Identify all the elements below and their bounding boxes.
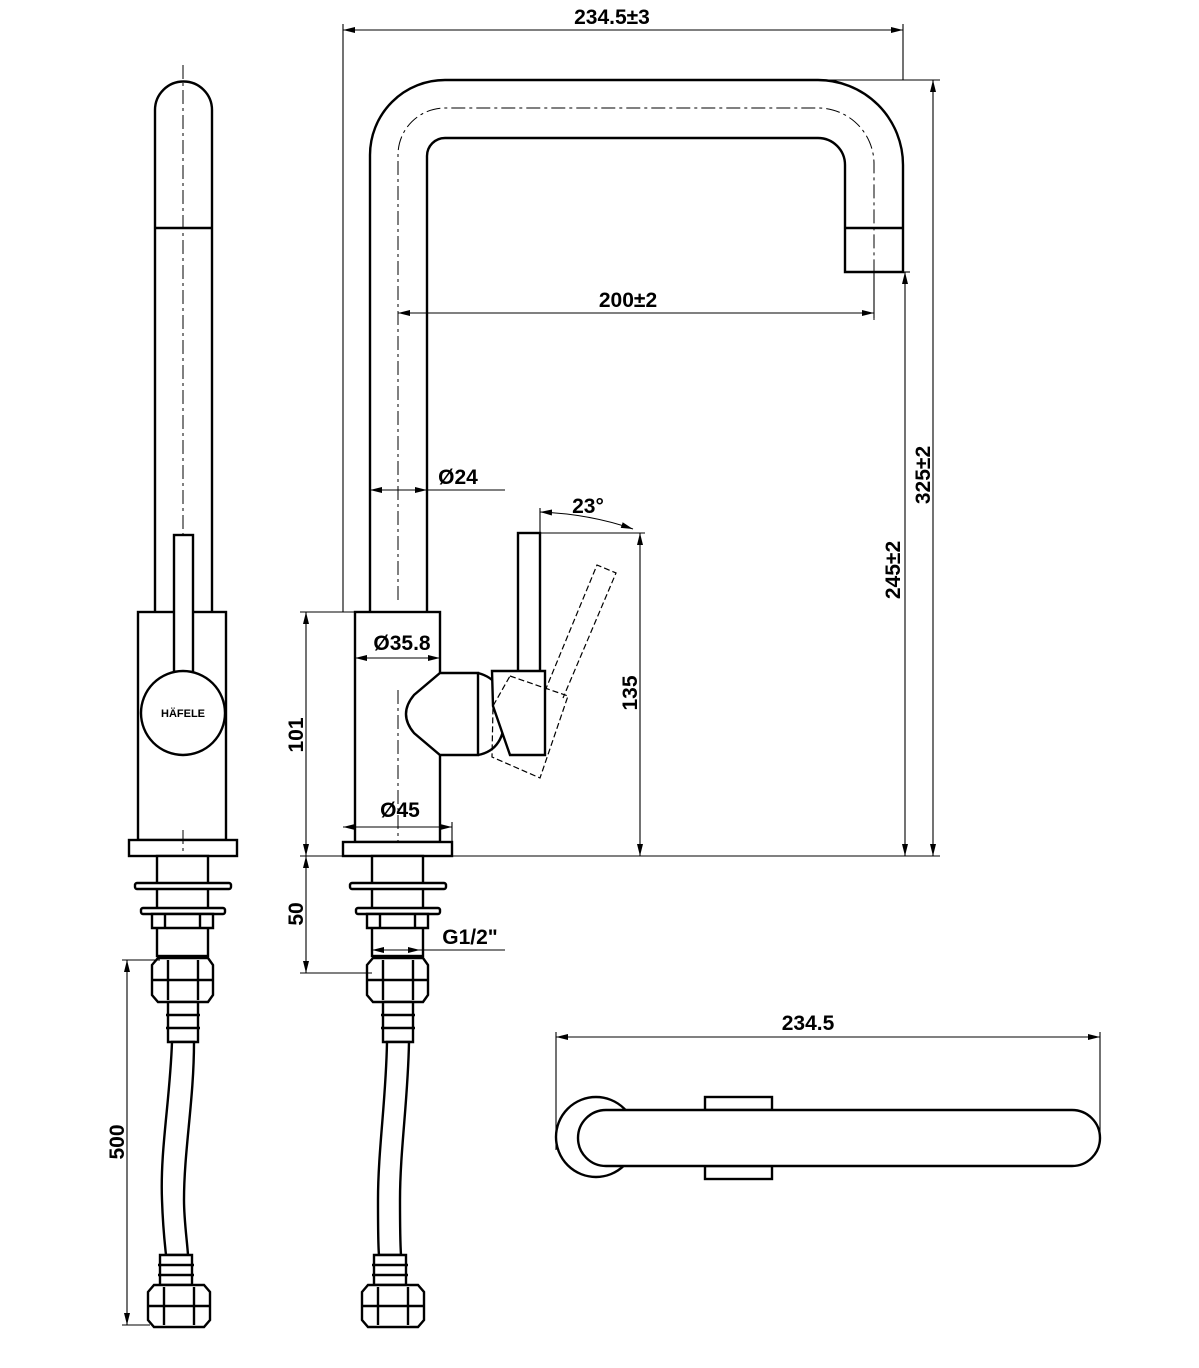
top-width-label: 234.5 bbox=[782, 1012, 835, 1035]
side-centerline bbox=[397, 107, 875, 600]
side-bottom-nut bbox=[360, 1283, 426, 1329]
side-spout bbox=[368, 78, 905, 612]
side-lever bbox=[516, 531, 542, 675]
side-hose-connector bbox=[381, 1000, 415, 1044]
top-band-lower bbox=[703, 1164, 774, 1181]
side-lock-nut bbox=[365, 912, 430, 930]
handle-angle-dimension bbox=[539, 509, 634, 530]
body-diameter-label: Ø35.8 bbox=[373, 632, 431, 655]
front-hose-connector bbox=[166, 1000, 200, 1044]
front-hex-nut bbox=[150, 956, 215, 1004]
rotated-handle-outline bbox=[491, 564, 617, 779]
front-hose bbox=[160, 1040, 196, 1257]
top-spout bbox=[576, 1108, 1102, 1168]
front-washer-1 bbox=[133, 881, 233, 891]
spout-reach-label: 200±2 bbox=[599, 289, 657, 312]
side-washer-1 bbox=[348, 881, 448, 891]
front-handle-knob bbox=[139, 669, 227, 757]
base-diameter-label: Ø45 bbox=[380, 799, 420, 822]
handle-height-label: 135 bbox=[619, 675, 642, 710]
spout-diameter-label: Ø24 bbox=[438, 466, 478, 489]
side-handle-block bbox=[490, 669, 547, 757]
thread-label: G1/2" bbox=[442, 926, 497, 949]
front-view: HÄFELE 500 bbox=[106, 65, 239, 1329]
outlet-height-label: 245±2 bbox=[882, 541, 905, 599]
side-hose bbox=[376, 1040, 411, 1257]
overall-height-label: 325±2 bbox=[912, 446, 935, 504]
side-base-plate bbox=[341, 840, 454, 858]
front-spout-tube bbox=[153, 80, 214, 612]
front-lock-nut bbox=[150, 912, 215, 930]
top-view: 234.5 bbox=[554, 1012, 1102, 1181]
front-hose-end bbox=[158, 1253, 194, 1287]
side-shank bbox=[370, 854, 425, 958]
side-hose-end bbox=[372, 1253, 408, 1287]
overall-width-label: 234.5±3 bbox=[574, 6, 650, 29]
side-handle-hub bbox=[404, 671, 480, 757]
body-height-label: 101 bbox=[285, 717, 308, 752]
side-hex-nut bbox=[365, 956, 430, 1004]
handle-angle-label: 23° bbox=[572, 495, 604, 518]
brand-logo: HÄFELE bbox=[161, 707, 205, 720]
hose-length-label: 500 bbox=[106, 1124, 129, 1159]
front-lever bbox=[172, 533, 195, 687]
side-view: 234.5±3 200±2 325±2 245±2 135 23° Ø24 Ø3… bbox=[285, 6, 940, 1329]
front-shank bbox=[155, 854, 210, 958]
top-band-upper bbox=[703, 1095, 774, 1112]
shank-length-label: 50 bbox=[285, 902, 308, 925]
front-bottom-nut bbox=[146, 1283, 212, 1329]
